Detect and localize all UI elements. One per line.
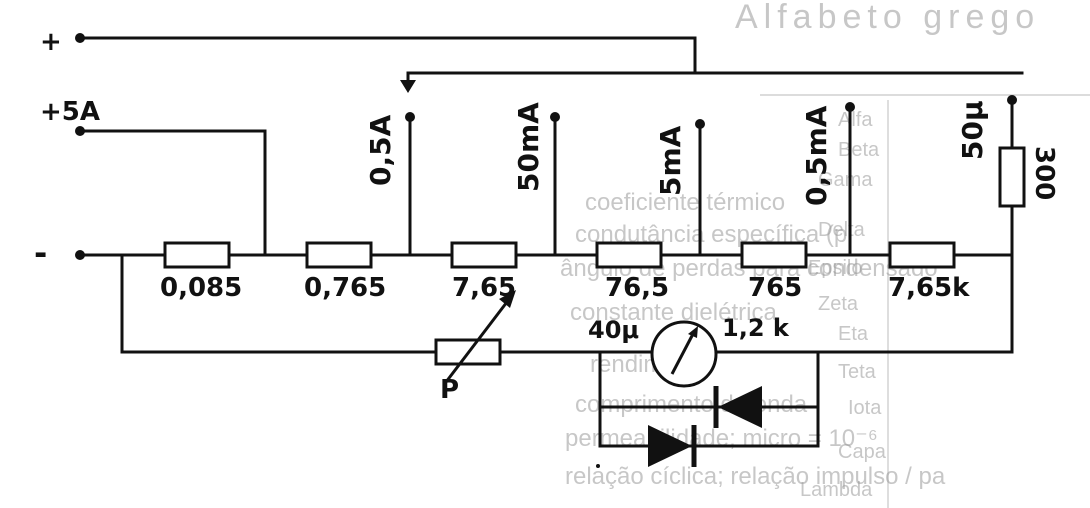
ghost-line: Gama — [818, 169, 873, 191]
label-r6: 7,65k — [888, 273, 970, 303]
ghost-line: Epsilo — [808, 257, 862, 279]
resistor-300 — [998, 146, 1026, 208]
label-plus-5a: +5A — [40, 97, 100, 127]
ghost-line: relação cíclica; relação impulso / pa — [565, 463, 946, 490]
top-wires — [78, 36, 1024, 257]
label-range-50u: 50μ — [956, 100, 989, 160]
ghost-line: constante dielétrica — [570, 299, 777, 326]
diode-loop-outer — [598, 350, 820, 448]
ghost-line: Iota — [848, 397, 882, 419]
meter-loop: P 40μ 1,2 k — [120, 253, 1014, 467]
resistor-765c — [740, 241, 808, 269]
label-range-05a: 0,5A — [364, 114, 397, 186]
label-minus: - — [34, 234, 47, 272]
label-plus: + — [40, 27, 62, 57]
ghost-line: coeficiente térmico — [585, 189, 785, 216]
ghost-line: Eta — [838, 323, 869, 345]
ghost-line: Alfa — [838, 109, 873, 131]
tap-dot-05a[interactable] — [405, 112, 415, 122]
ghost-line: Lambda — [800, 479, 873, 501]
tap-dot-05ma[interactable] — [845, 102, 855, 112]
diode-right-icon — [648, 425, 692, 467]
ghost-line: comprimento de onda — [575, 391, 808, 418]
ghost-title: Alfabeto grego — [735, 0, 1040, 36]
ghost-line: Beta — [838, 139, 880, 161]
meter-needle-tip — [688, 326, 698, 338]
tap-dot-50u[interactable] — [1007, 95, 1017, 105]
speck — [596, 464, 600, 468]
label-r1: 0,085 — [160, 273, 242, 303]
ghost-line: Zeta — [818, 293, 859, 315]
selector-arrow-icon — [400, 80, 416, 93]
label-r2: 0,765 — [304, 273, 386, 303]
tap-dot-5ma[interactable] — [695, 119, 705, 129]
resistor-765 — [450, 241, 518, 269]
ghost-line: Capa — [838, 441, 887, 463]
meter-needle — [670, 331, 696, 375]
potentiometer-arrow-icon — [499, 290, 516, 308]
plus-5a-wire — [78, 129, 267, 257]
potentiometer-arrow-shaft — [443, 295, 513, 385]
label-range-50ma: 50mA — [512, 102, 545, 192]
ghost-line: permeabilidade; micro = 10⁻⁶ — [565, 425, 878, 452]
label-r4: 76,5 — [605, 273, 669, 303]
resistor-765k — [888, 241, 956, 269]
label-meter-resistance: 1,2 k — [722, 314, 790, 342]
label-pot: P — [440, 375, 459, 405]
label-meter-sensitivity: 40μ — [588, 316, 639, 344]
resistor-0765 — [305, 241, 373, 269]
ghost-line: Teta — [838, 361, 877, 383]
diode-left-icon — [718, 386, 762, 428]
resistor-765b — [595, 241, 663, 269]
label-range-5ma: 5mA — [654, 125, 687, 196]
resistor-0085 — [163, 241, 231, 269]
terminal-5a-dot[interactable] — [75, 126, 85, 136]
ghost-line: Delta — [818, 219, 866, 241]
main-chain: 0,085 0,765 7,65 76,5 765 7,65k — [78, 241, 1014, 303]
label-r5: 765 — [748, 273, 802, 303]
label-range-05ma: 0,5mA — [800, 105, 833, 206]
terminal-plus-dot[interactable] — [75, 33, 85, 43]
label-r300: 300 — [1029, 146, 1059, 200]
tap-dot-50ma[interactable] — [550, 112, 560, 122]
plus-wire — [78, 36, 697, 75]
range-taps: 300 0,5A 50mA 5mA 0,5mA 50μ — [364, 95, 1059, 354]
